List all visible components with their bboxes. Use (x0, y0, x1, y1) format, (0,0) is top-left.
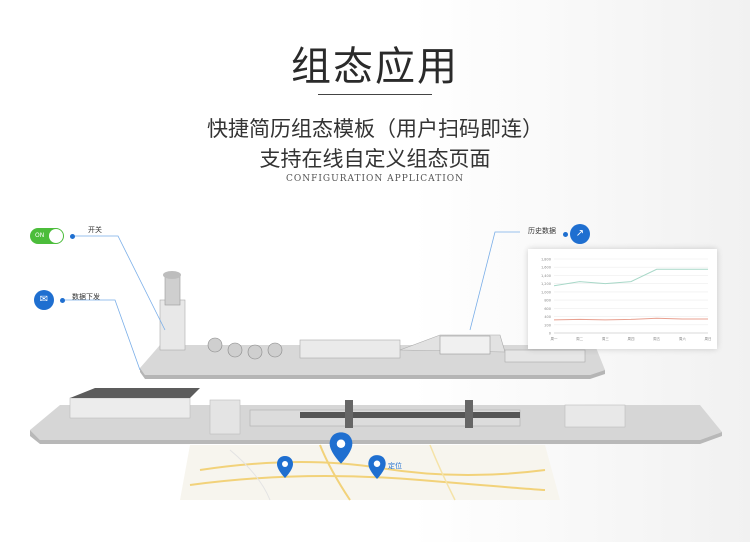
toggle-state-label: ON (35, 232, 45, 239)
mail-icon[interactable]: ✉ (34, 290, 54, 310)
x-tick-label: 周六 (679, 336, 687, 341)
connector-lines (63, 231, 520, 371)
y-tick-label: 1,400 (541, 274, 551, 278)
location-pin-icon[interactable] (276, 455, 294, 479)
location-pin-icon[interactable] (367, 454, 387, 480)
x-tick-label: 周三 (602, 336, 610, 341)
y-tick-label: 1,000 (541, 290, 551, 294)
history-connector-dot (563, 232, 568, 237)
y-tick-label: 0 (549, 332, 551, 336)
upper-production-line (140, 271, 605, 379)
switch-connector-dot (70, 234, 75, 239)
data-send-label: 数据下发 (72, 293, 100, 301)
y-tick-label: 200 (544, 323, 551, 327)
y-tick-label: 800 (544, 299, 551, 303)
y-tick-label: 1,200 (541, 282, 551, 286)
history-label: 历史数据 (528, 227, 556, 235)
x-tick-label: 周二 (576, 336, 583, 341)
y-tick-label: 400 (544, 315, 551, 319)
x-tick-label: 周五 (653, 336, 660, 341)
lower-production-line (30, 388, 722, 444)
line-chart-icon[interactable]: ↗ (570, 224, 590, 244)
location-label: 定位 (388, 462, 402, 470)
switch-label: 开关 (88, 226, 102, 234)
page-title: 组态应用 (291, 44, 459, 90)
series-line (553, 317, 708, 321)
y-tick-label: 600 (544, 307, 551, 311)
y-tick-label: 1,800 (541, 258, 551, 262)
history-chart: 1,800 1,600 1,400 1,200 1,000 800 600 400 200 0周一… (541, 258, 712, 342)
x-tick-label: 周四 (628, 336, 636, 341)
toggle-knob (49, 229, 63, 243)
subtitle-line-1: 快捷简历组态模板（用户扫码即连） (207, 117, 543, 141)
power-toggle[interactable]: ON (30, 228, 64, 244)
location-pin-icon[interactable] (328, 431, 354, 465)
title-underline (318, 94, 432, 95)
series-line (553, 268, 708, 287)
english-subtitle: CONFIGURATION APPLICATION (285, 174, 465, 184)
data-send-connector-dot (60, 298, 65, 303)
x-tick-label: 周日 (705, 336, 712, 341)
subtitle-line-2: 支持在线自定义组态页面 (259, 147, 491, 171)
x-tick-label: 周一 (551, 336, 559, 341)
y-tick-label: 1,600 (541, 266, 551, 270)
